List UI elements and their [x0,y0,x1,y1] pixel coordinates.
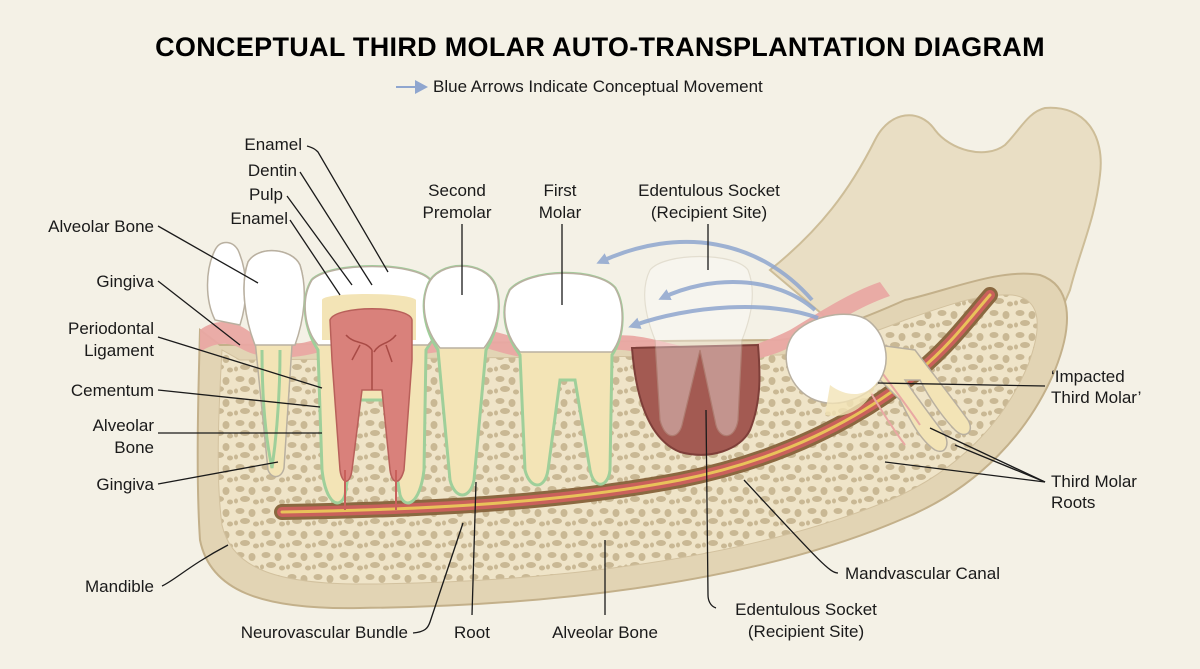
label-first-molar-2: Molar [539,203,582,222]
label-impacted-1: ‘Impacted [1051,367,1125,386]
labels: Enamel Dentin Pulp Enamel Alveolar Bone … [48,135,1141,642]
label-pulp: Pulp [249,185,283,204]
label-root: Root [454,623,490,642]
label-cementum: Cementum [71,381,154,400]
incisor-teeth [206,241,306,478]
label-third-roots-1: Third Molar [1051,472,1137,491]
label-enamel-top: Enamel [244,135,302,154]
label-alveolar-bone-bottom: Alveolar Bone [552,623,658,642]
label-socket-top-1: Edentulous Socket [638,181,780,200]
label-mandvascular-canal: Mandvascular Canal [845,564,1000,583]
legend-arrow-icon [396,80,428,94]
legend: Blue Arrows Indicate Conceptual Movement [396,77,763,96]
first-molar [503,271,624,487]
movement-arrow-2 [658,280,817,312]
cross-section-molar [303,265,441,510]
label-first-molar-1: First [543,181,576,200]
label-periodontal-1: Periodontal [68,319,154,338]
label-second-premolar-1: Second [428,181,486,200]
label-gingiva-top: Gingiva [96,272,154,291]
label-mandible: Mandible [85,577,154,596]
label-dentin: Dentin [248,161,297,180]
movement-arrow-3 [628,304,819,329]
movement-arrows [596,239,819,329]
label-second-premolar-2: Premolar [423,203,492,222]
label-periodontal-2: Ligament [84,341,154,360]
label-socket-bottom-2: (Recipient Site) [748,622,864,641]
label-socket-top-2: (Recipient Site) [651,203,767,222]
label-gingiva-lower: Gingiva [96,475,154,494]
label-enamel-inner: Enamel [230,209,288,228]
movement-arrow-1 [596,239,814,302]
legend-text: Blue Arrows Indicate Conceptual Movement [433,77,763,96]
leader-lines [157,145,1046,634]
label-third-roots-2: Roots [1051,493,1095,512]
label-alveolar-1: Alveolar [93,416,155,435]
canal-nerve [280,293,992,514]
label-alveolar-2: Bone [114,438,154,457]
edentulous-socket [630,256,761,456]
label-socket-bottom-1: Edentulous Socket [735,600,877,619]
second-premolar [422,264,500,497]
diagram-title: CONCEPTUAL THIRD MOLAR AUTO-TRANSPLANTAT… [155,32,1045,62]
label-alveolar-bone-left: Alveolar Bone [48,217,154,236]
label-impacted-2: Third Molar’ [1051,388,1141,407]
label-neurovascular-bundle: Neurovascular Bundle [241,623,408,642]
impacted-third-molar [785,313,972,452]
